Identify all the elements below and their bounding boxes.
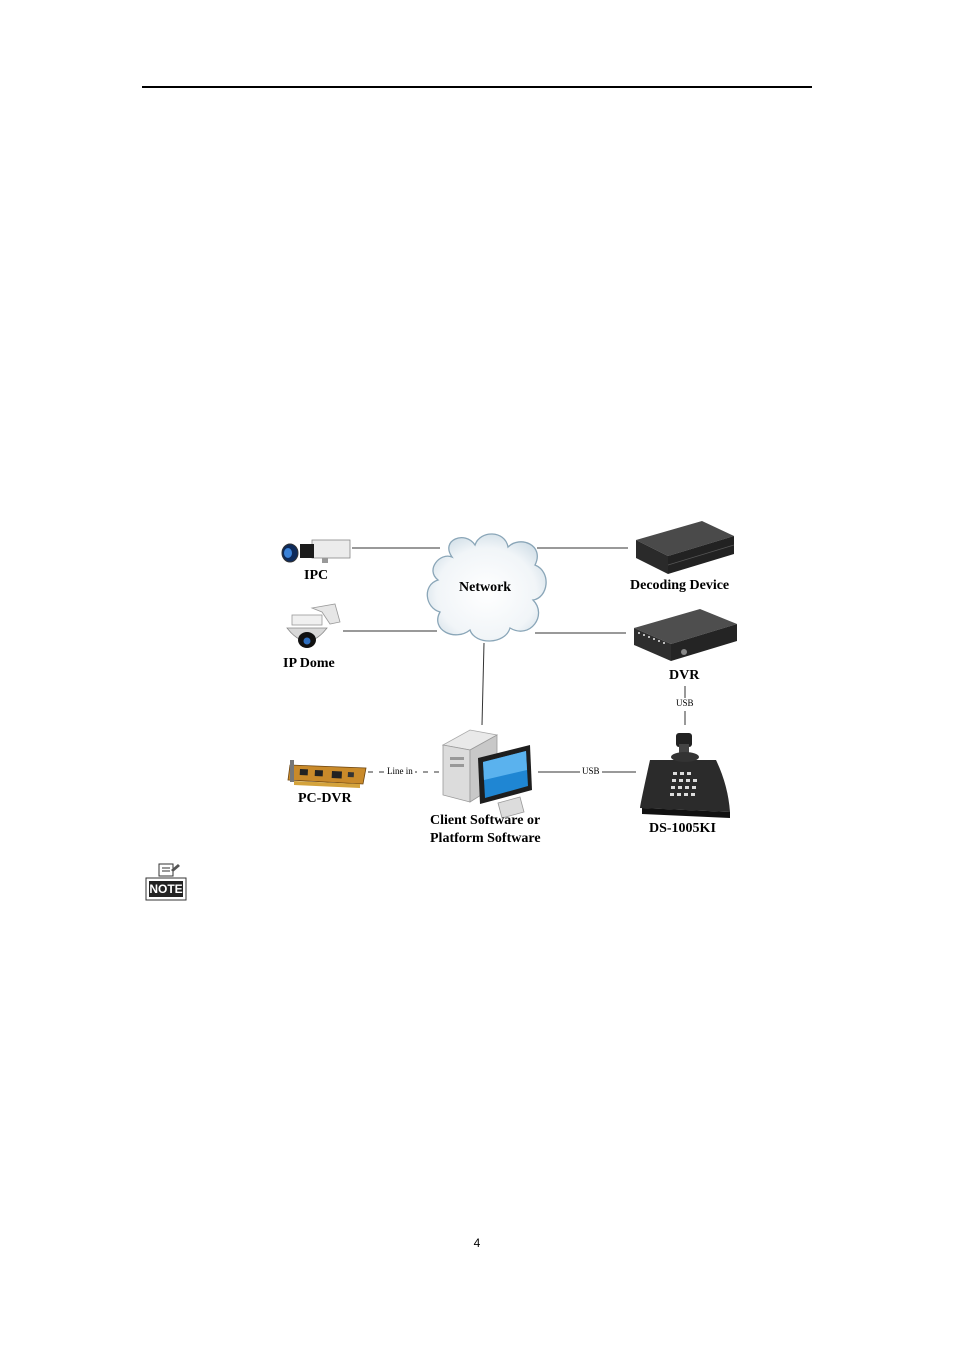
keyboard-joystick-icon <box>640 733 730 818</box>
dvr-label: DVR <box>669 668 700 683</box>
decoding-device-label: Decoding Device <box>630 578 730 593</box>
client-software-label-line1: Client Software or <box>430 813 541 828</box>
pc-dvr-label: PC-DVR <box>298 791 352 806</box>
pc-dvr-card-icon <box>287 760 367 788</box>
network-label: Network <box>459 580 512 595</box>
note-icon <box>145 863 187 901</box>
ipc-camera-icon <box>281 539 351 563</box>
note-icon-text: NOTE <box>149 882 183 896</box>
page-number: 4 <box>473 1236 481 1250</box>
ip-dome-label: IP Dome <box>283 656 335 671</box>
line-in-link-label: Line in <box>385 766 415 776</box>
usb-pc-link-label: USB <box>580 766 602 776</box>
client-pc-icon <box>441 729 532 819</box>
keyboard-label: DS-1005KI <box>649 821 716 836</box>
usb-dvr-link-label: USB <box>674 698 696 708</box>
header-rule <box>142 86 812 88</box>
ip-dome-icon <box>286 603 341 648</box>
dvr-icon <box>634 609 737 661</box>
ipc-label: IPC <box>304 568 329 583</box>
link-network-client <box>481 642 485 726</box>
network-cloud-icon <box>426 533 547 642</box>
client-software-label-line2: Platform Software <box>430 831 541 846</box>
decoding-device-icon <box>636 521 735 574</box>
